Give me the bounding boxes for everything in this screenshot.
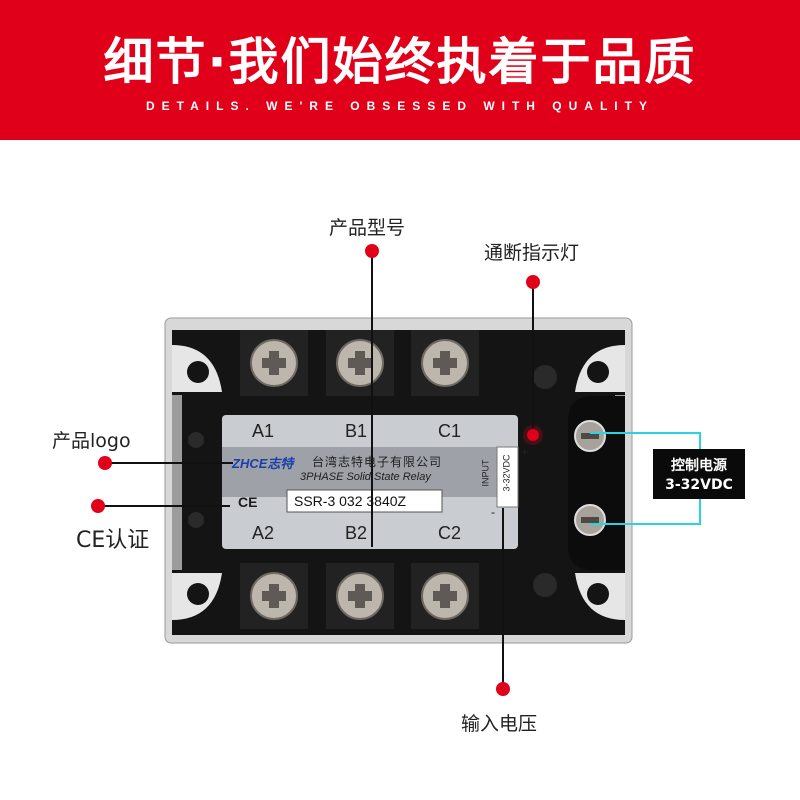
control-power-box: 控制电源 3-32VDC xyxy=(653,449,745,499)
terminal-label-c1: C1 xyxy=(438,421,462,441)
banner-subtitle: DETAILS. WE'RE OBSESSED WITH QUALITY xyxy=(146,99,654,113)
bottom-terminals xyxy=(240,563,479,629)
callout-model-dot xyxy=(365,244,379,258)
callout-ce-dot xyxy=(91,499,105,513)
brand-logo: ZHCE志特 xyxy=(232,456,294,471)
banner-title: 细节·我们始终执着于品质 xyxy=(103,33,697,91)
callout-model: 产品型号 xyxy=(329,217,406,239)
terminal-label-a1: A1 xyxy=(252,421,275,441)
callout-input-voltage: 输入电压 xyxy=(461,713,538,735)
callout-indicator-dot xyxy=(526,275,540,289)
input-label: INPUT xyxy=(480,459,491,487)
input-range: 3-32VDC xyxy=(501,454,512,492)
company-name: 台湾志特电子有限公司 xyxy=(312,455,443,469)
terminal-label-b2: B2 xyxy=(345,523,368,543)
callout-indicator: 通断指示灯 xyxy=(484,242,580,264)
callout-logo: 产品logo xyxy=(52,430,131,452)
control-power-title: 控制电源 xyxy=(671,458,727,474)
header-banner: 细节·我们始终执着于品质 DETAILS. WE'RE OBSESSED WIT… xyxy=(0,0,800,140)
callout-input-dot xyxy=(496,682,510,696)
product-name: 3PHASE Solid State Relay xyxy=(300,471,431,483)
terminal-label-b1: B1 xyxy=(345,421,368,441)
terminal-label-a2: A2 xyxy=(252,523,275,543)
control-power-range: 3-32VDC xyxy=(665,477,733,493)
input-minus: - xyxy=(491,505,495,519)
callout-logo-dot xyxy=(98,456,112,470)
terminal-label-c2: C2 xyxy=(438,523,462,543)
input-plus: + xyxy=(521,445,529,459)
model-number: SSR-3 032 3840Z xyxy=(294,493,407,509)
ce-mark: CE xyxy=(238,494,258,510)
callout-ce: CE认证 xyxy=(76,528,150,553)
top-terminals xyxy=(240,330,479,396)
